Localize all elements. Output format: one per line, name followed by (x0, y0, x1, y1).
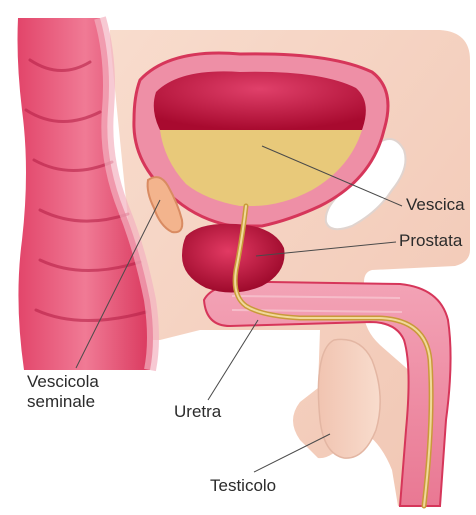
label-uretra: Uretra (174, 402, 221, 422)
bladder-cavity (154, 71, 366, 130)
label-vescicola-line1: Vescicola (27, 372, 99, 392)
testicle (318, 339, 380, 458)
label-vescicola-line2: seminale (27, 392, 99, 412)
uretra-leader-line (208, 320, 258, 400)
label-vescica: Vescica (406, 195, 465, 215)
label-prostata: Prostata (399, 231, 462, 251)
label-testicolo: Testicolo (210, 476, 276, 496)
label-vescicola-seminale: Vescicola seminale (27, 372, 99, 412)
